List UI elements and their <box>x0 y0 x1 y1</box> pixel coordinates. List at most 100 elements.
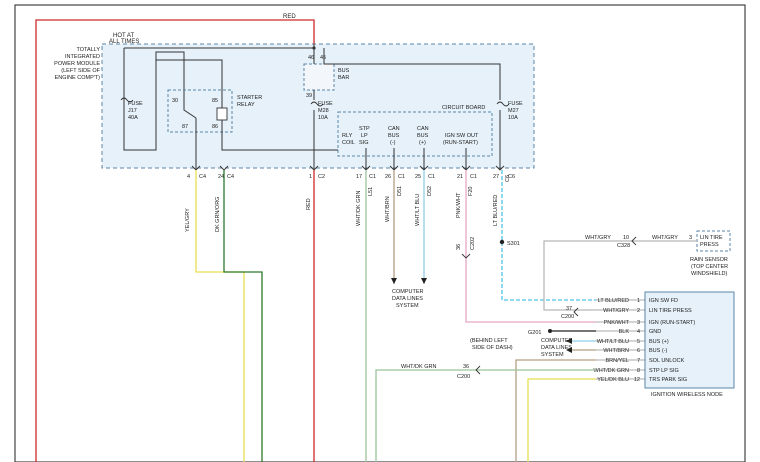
can-bus-neg-label: CAN <box>388 126 400 132</box>
node-pin-wire: WHT/DK GRN <box>594 368 629 374</box>
node-pin-number: 12 <box>634 377 640 383</box>
all-times-label: ALL TIMES <box>109 39 139 45</box>
relay-coil-control <box>221 132 338 151</box>
page-frame <box>14 4 746 462</box>
node-pin-number: 5 <box>637 339 640 345</box>
lt-blu-red-wire <box>501 170 596 301</box>
rain-sensor-pin: 3 <box>689 235 692 241</box>
d52-label: D52 <box>427 186 433 196</box>
fuse-m27-symbol <box>496 101 510 107</box>
rain-sensor-box-label: LIN TIRE <box>700 235 723 241</box>
g201-ground-dot <box>548 329 552 333</box>
brn-yel-wire <box>515 359 596 462</box>
node-pin-label: TRS PARK SIG <box>649 377 687 383</box>
wht-dk-grn-label: WHT/DK GRN <box>356 191 362 226</box>
node-pin-number: 7 <box>637 358 640 364</box>
ign-sw-out-label: IGN SW OUT <box>445 133 479 139</box>
node-pin-wire: PNK/WHT <box>604 320 630 326</box>
tipm-connector-tag: C1 <box>428 174 435 180</box>
fuse-m28-label: FUSE <box>318 101 333 107</box>
rain-sensor-caption: (TOP CENTER <box>691 264 728 270</box>
relay-pin-30: 30 <box>172 98 178 104</box>
c200-lower-connector <box>475 365 481 375</box>
wht-dk-grn-lower-label: WHT/DK GRN <box>401 364 436 370</box>
node-pin-number: 1 <box>637 298 640 304</box>
tipm-connector-tag: C4 <box>199 174 206 180</box>
red-output-label: RED <box>306 198 312 210</box>
yel-gry-wire <box>195 170 245 462</box>
data-lines-right-label: DATA LINES <box>541 345 572 351</box>
node-name: IGNITION WIRELESS NODE <box>651 392 723 398</box>
bus-bar-box <box>303 63 335 91</box>
g201-location: (BEHIND LEFT <box>470 338 508 344</box>
connector-chevron <box>495 165 505 171</box>
node-pin-label: IGN (RUN-START) <box>649 320 695 326</box>
starter-relay-label: RELAY <box>237 102 255 108</box>
rain-sensor-pin-10: 10 <box>623 235 629 241</box>
c200-lower-label: C200 <box>457 374 470 380</box>
tipm-connector-tag: C1 <box>470 174 477 180</box>
c202-connector <box>461 253 471 259</box>
bus-bar-label: BAR <box>338 75 349 81</box>
rain-sensor-wire-label: WHT/GRY <box>652 235 678 241</box>
ign-sw-out-label: (RUN-START) <box>443 140 478 146</box>
c200-pin-37: 37 <box>566 306 572 312</box>
circuit-board-title: CIRCUIT BOARD <box>442 105 485 111</box>
node-pin-number: 4 <box>637 329 640 335</box>
node-pin-label: BUS (-) <box>649 348 668 354</box>
bus-bar-pin: 46 <box>308 55 314 61</box>
starter-relay-label: STARTER <box>237 95 262 101</box>
tipm-connector-tag: C1 <box>369 174 376 180</box>
tipm-pin: 4 <box>187 174 190 180</box>
can-bus-neg-label: BUS <box>388 133 400 139</box>
tipm-name-line: POWER MODULE <box>54 61 100 67</box>
circuit-board-box <box>337 111 493 157</box>
tipm-connector-tag: C1 <box>398 174 405 180</box>
relay-coil <box>216 107 228 121</box>
data-lines-right-label: COMPUTER <box>541 338 573 344</box>
rain-sensor-caption: RAIN SENSOR <box>690 257 728 263</box>
d51-label: D51 <box>397 186 403 196</box>
data-lines-label: COMPUTER <box>392 289 424 295</box>
pnk-wht-wire <box>465 170 596 323</box>
node-pin-row: PNK/WHT 3 IGN (RUN-START) <box>596 320 695 326</box>
node-pin-number: 3 <box>637 320 640 326</box>
yel-gry-label: YEL/GRY <box>185 208 191 232</box>
node-pin-number: 8 <box>637 368 640 374</box>
l51-label: L51 <box>368 187 374 196</box>
starter-relay-box <box>167 89 233 133</box>
fuse-m28-symbol <box>310 101 324 107</box>
fuse-m27-label: FUSE <box>508 101 523 107</box>
wht-dk-grn-lower-wire <box>375 369 596 462</box>
node-pin-wire: LT BLU/RED <box>598 298 629 304</box>
tipm-pin: 21 <box>457 174 463 180</box>
node-pin-wire: WHT/BRN <box>603 348 629 354</box>
node-pin-label: SOL UNLOCK <box>649 358 685 364</box>
tipm-pins: 4 24 1 17 26 25 21 27 C4 C4 C2 C1 C1 C1 … <box>187 174 515 180</box>
data-lines-right-arrows <box>566 338 572 353</box>
wht-lt-blu-label: WHT/LT BLU <box>415 194 421 226</box>
tipm-connector-tag: C6 <box>508 174 515 180</box>
board-outputs <box>365 148 467 170</box>
g201-location: SIDE OF DASH) <box>472 345 513 351</box>
c6-label: C6 <box>505 175 511 182</box>
s301-label: S301 <box>507 241 520 247</box>
stp-lp-sig-label: STP <box>359 126 370 132</box>
rly-coil-label: RLY <box>342 133 353 139</box>
node-pin-wire: YEL/DK BLU <box>597 377 629 383</box>
tipm-name-line: TOTALLY <box>76 47 100 53</box>
fuse-j17-symbol <box>120 97 134 103</box>
tipm-connector-tag: C4 <box>227 174 234 180</box>
tipm-pin: 1 <box>309 174 312 180</box>
can-bus-pos-label: BUS <box>417 133 429 139</box>
tipm-name: TOTALLY INTEGRATED POWER MODULE (LEFT SI… <box>54 47 100 81</box>
c200-upper-label: C200 <box>561 314 574 320</box>
data-lines-arrows <box>391 278 427 284</box>
relay-pin-86: 86 <box>212 124 218 130</box>
